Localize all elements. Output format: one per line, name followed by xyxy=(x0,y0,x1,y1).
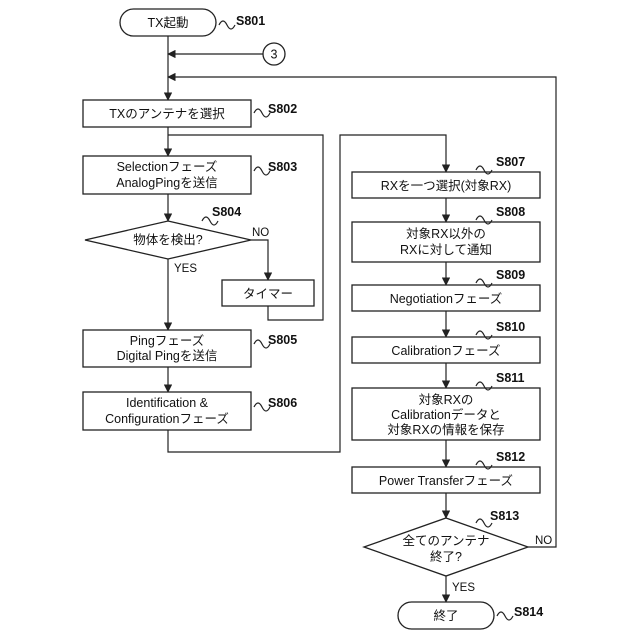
s811-label: S811 xyxy=(496,371,525,385)
box-selection-phase-line1: Selectionフェーズ xyxy=(117,159,218,174)
s801-leader xyxy=(219,21,235,29)
decision-all-antennas-line1: 全てのアンテナ xyxy=(402,533,489,548)
decision-all-antennas-line2: 終了? xyxy=(430,549,462,564)
decision-detect-text: 物体を検出? xyxy=(133,233,203,247)
s813-yes-label: YES xyxy=(452,582,475,594)
s801-label: S801 xyxy=(236,14,265,28)
box-notify-rx-line2: RXに対して通知 xyxy=(400,243,492,257)
s804-yes-label: YES xyxy=(174,263,197,275)
box-timer-text: タイマー xyxy=(243,287,293,301)
s804-label: S804 xyxy=(212,205,241,219)
flow-detect-no xyxy=(251,240,268,280)
box-ping-phase-line1: Pingフェーズ xyxy=(130,333,204,348)
box-identification-line1: Identification & xyxy=(126,396,209,410)
box-negotiation-text: Negotiationフェーズ xyxy=(390,291,503,306)
s808-label: S808 xyxy=(496,205,525,219)
box-selection-phase-line2: AnalogPingを送信 xyxy=(116,175,217,190)
box-select-rx-text: RXを一つ選択(対象RX) xyxy=(381,179,512,193)
connector-3-text: 3 xyxy=(271,48,278,62)
s802-label: S802 xyxy=(268,102,297,116)
s803-label: S803 xyxy=(268,160,297,174)
box-calibration-text: Calibrationフェーズ xyxy=(391,343,500,358)
box-ping-phase-line2: Digital Pingを送信 xyxy=(117,348,218,363)
end-text: 終了 xyxy=(433,608,458,623)
box-identification-line2: Configurationフェーズ xyxy=(105,411,229,426)
s814-label: S814 xyxy=(514,605,543,619)
s812-label: S812 xyxy=(496,450,525,464)
box-save-info-line2: Calibrationデータと xyxy=(391,407,501,422)
box-power-transfer-text: Power Transferフェーズ xyxy=(379,473,513,488)
s810-label: S810 xyxy=(496,320,525,334)
box-notify-rx-line1: 対象RX以外の xyxy=(406,227,486,241)
s813-label: S813 xyxy=(490,509,519,523)
box-save-info-line3: 対象RXの情報を保存 xyxy=(387,423,504,437)
s805-label: S805 xyxy=(268,333,297,347)
s814-leader xyxy=(497,612,513,620)
s813-no-label: NO xyxy=(535,535,552,547)
s809-label: S809 xyxy=(496,268,525,282)
s806-label: S806 xyxy=(268,396,297,410)
box-select-antenna-text: TXのアンテナを選択 xyxy=(109,107,225,121)
s807-label: S807 xyxy=(496,155,525,169)
box-save-info-line1: 対象RXの xyxy=(419,393,474,407)
s804-no-label: NO xyxy=(252,227,269,239)
start-text: TX起動 xyxy=(148,16,189,30)
